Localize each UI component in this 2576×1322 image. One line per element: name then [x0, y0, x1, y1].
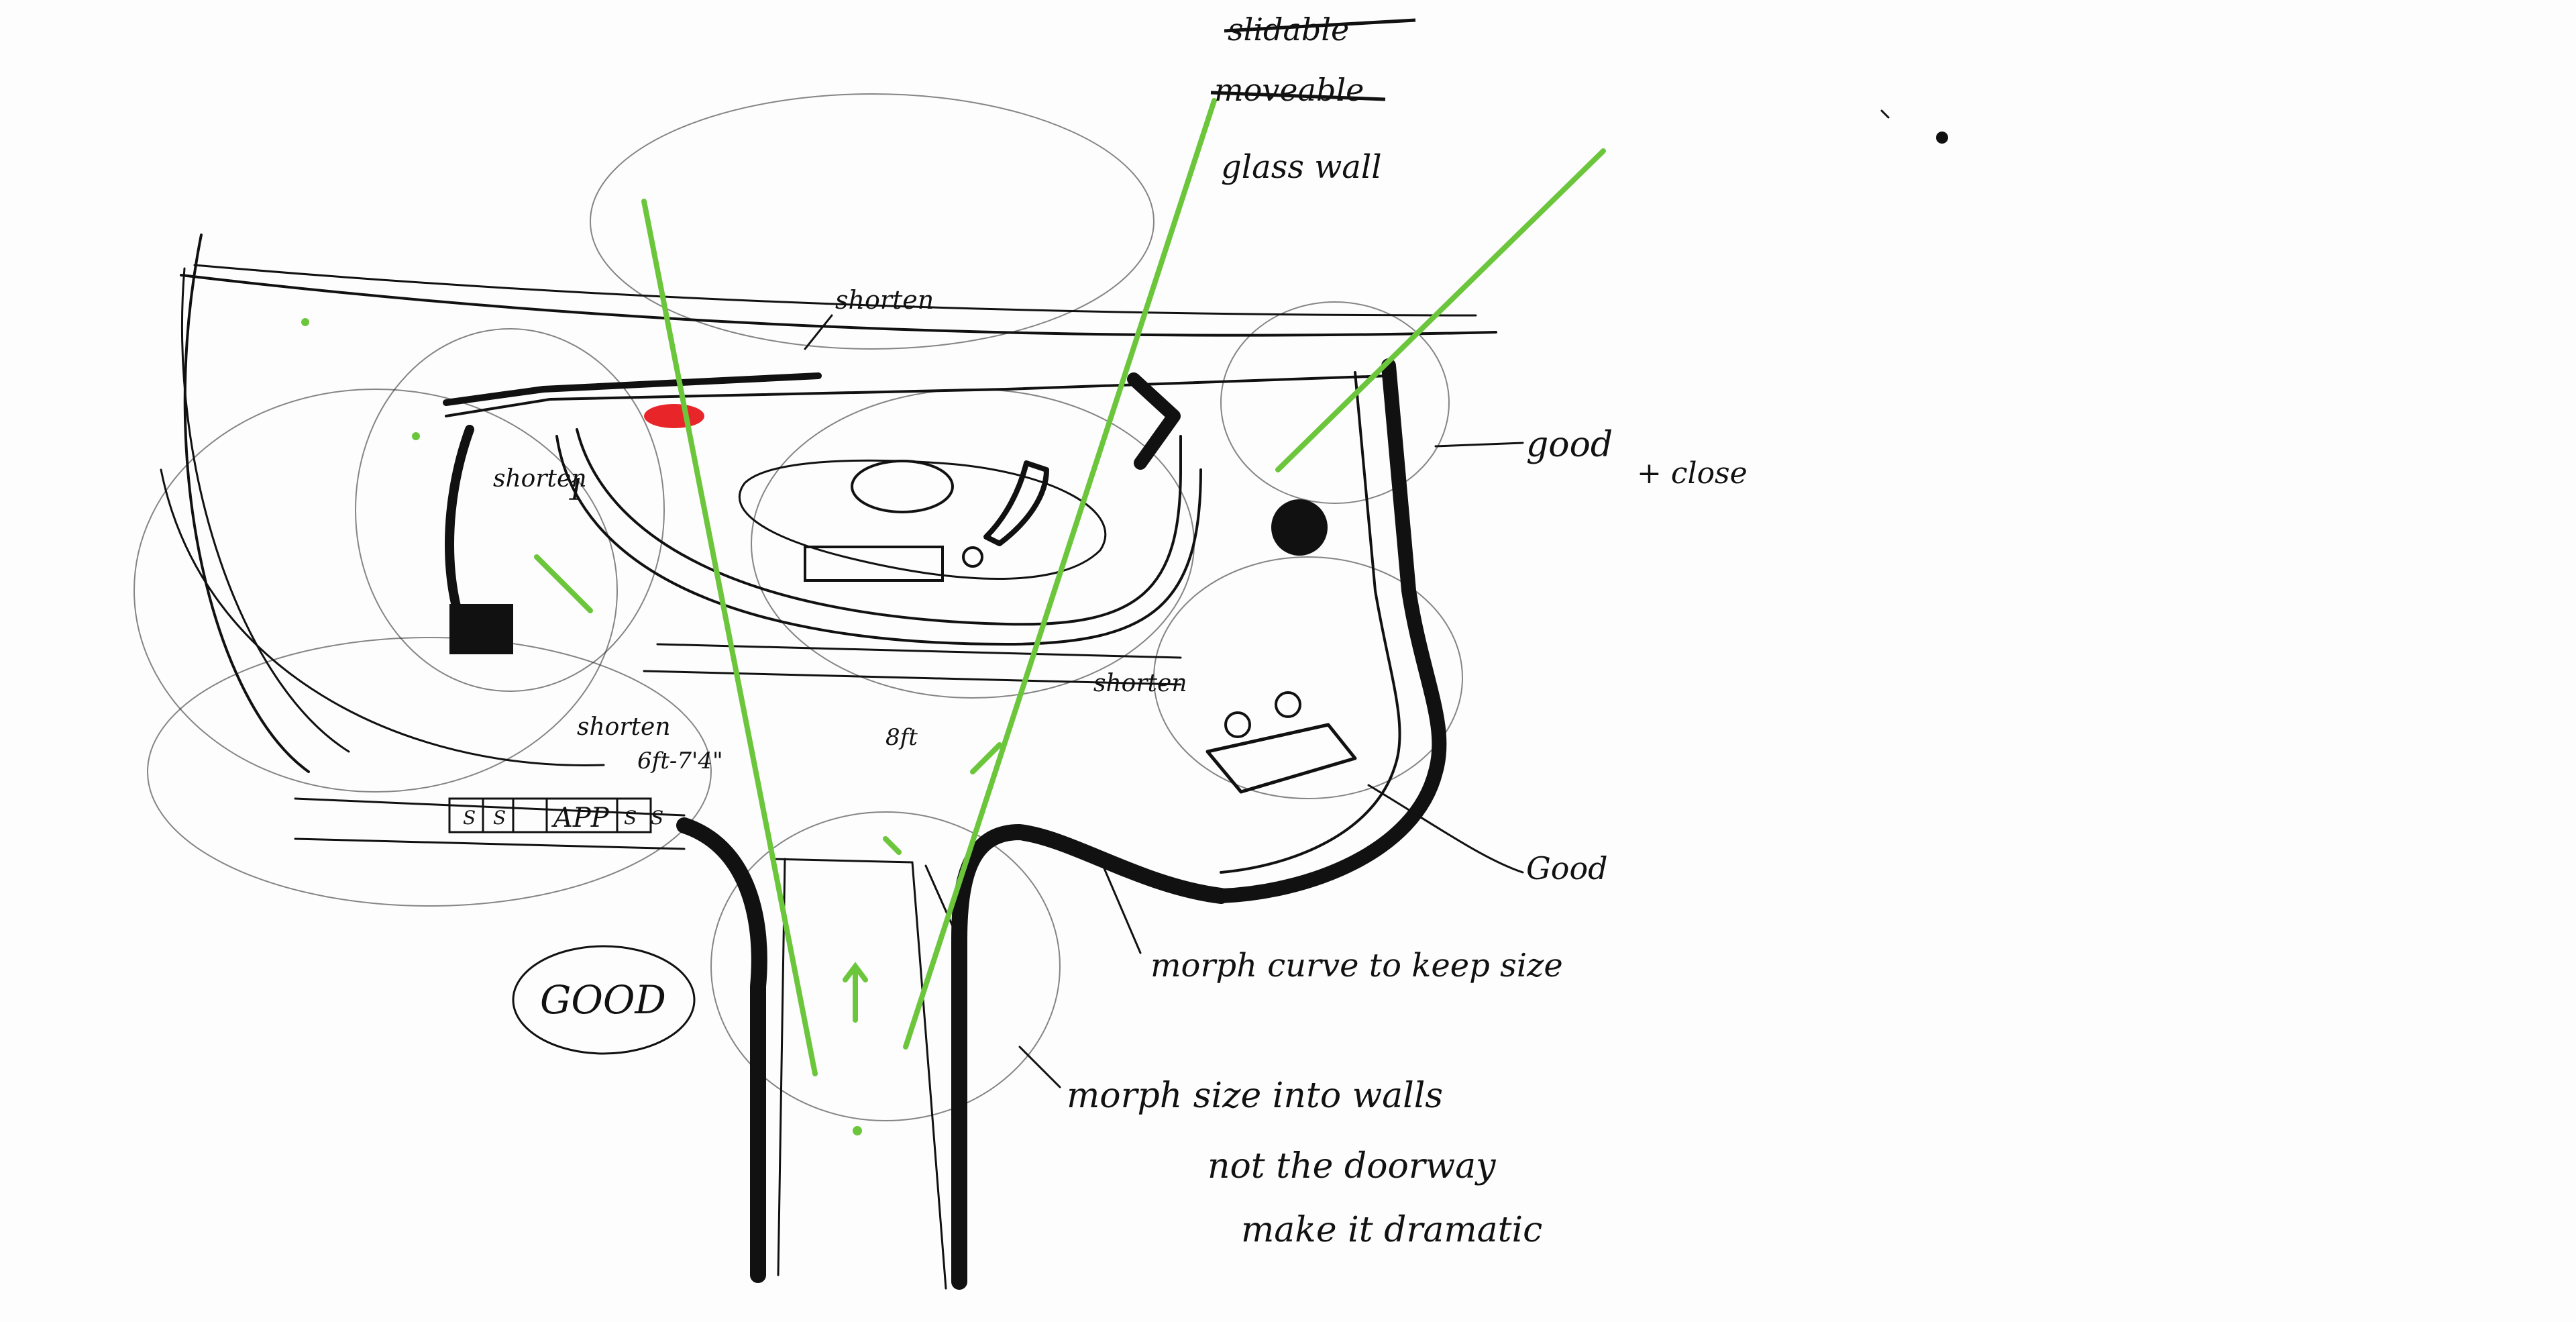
morph-note-line-1: morph size into walls: [1067, 1076, 1443, 1116]
stray-mark: [1880, 109, 1890, 119]
furniture: [738, 459, 1357, 794]
seat-label: S: [493, 807, 506, 829]
glass-wall-note: glass wall: [1221, 148, 1382, 186]
bed: [1205, 723, 1357, 794]
doorway-corridor: [294, 797, 1229, 1290]
struck-note-moveable: moveable: [1214, 72, 1364, 108]
room-outline: [443, 372, 1390, 686]
outer-curves: [160, 234, 1497, 773]
side-table: [962, 546, 983, 568]
good-stamp-circle: [512, 945, 696, 1055]
shorten-note-left: shorten: [493, 465, 587, 493]
red-highlight: [644, 404, 704, 428]
dimension-mid: 8ft: [885, 724, 918, 751]
rug: [851, 460, 954, 513]
morph-note-line-2: not the doorway: [1208, 1146, 1496, 1186]
good-stamp: GOOD: [540, 977, 666, 1023]
good-note: good: [1526, 425, 1613, 465]
morph-note-line-3: make it dramatic: [1241, 1210, 1542, 1250]
dimension-left: 6ft-7'4": [637, 748, 723, 774]
sofa: [804, 546, 944, 582]
stray-dot: [1936, 132, 1948, 144]
green-marker-lines: [301, 98, 1606, 1135]
round-table: [1271, 499, 1328, 556]
seat-label: S: [651, 807, 663, 829]
marker-number: 1: [567, 473, 586, 507]
shorten-note-mid: shorten: [1093, 670, 1187, 697]
app-label: APP: [551, 803, 610, 833]
shorten-note-lower: shorten: [577, 713, 671, 741]
seat-label: S: [463, 807, 476, 829]
seating-row: S S S S APP: [448, 797, 663, 833]
armchair: [983, 460, 1049, 546]
close-note: + close: [1637, 456, 1748, 491]
morph-curve-note: morph curve to keep size: [1150, 947, 1563, 984]
right-wall: [1127, 358, 1447, 903]
good-note-right: Good: [1526, 850, 1608, 886]
seat-label: S: [624, 807, 637, 829]
shorten-note-top: shorten: [835, 285, 934, 315]
hatched-block-left: [449, 604, 513, 654]
annotations: slidable moveable glass wall shorten sho…: [493, 11, 1748, 1250]
